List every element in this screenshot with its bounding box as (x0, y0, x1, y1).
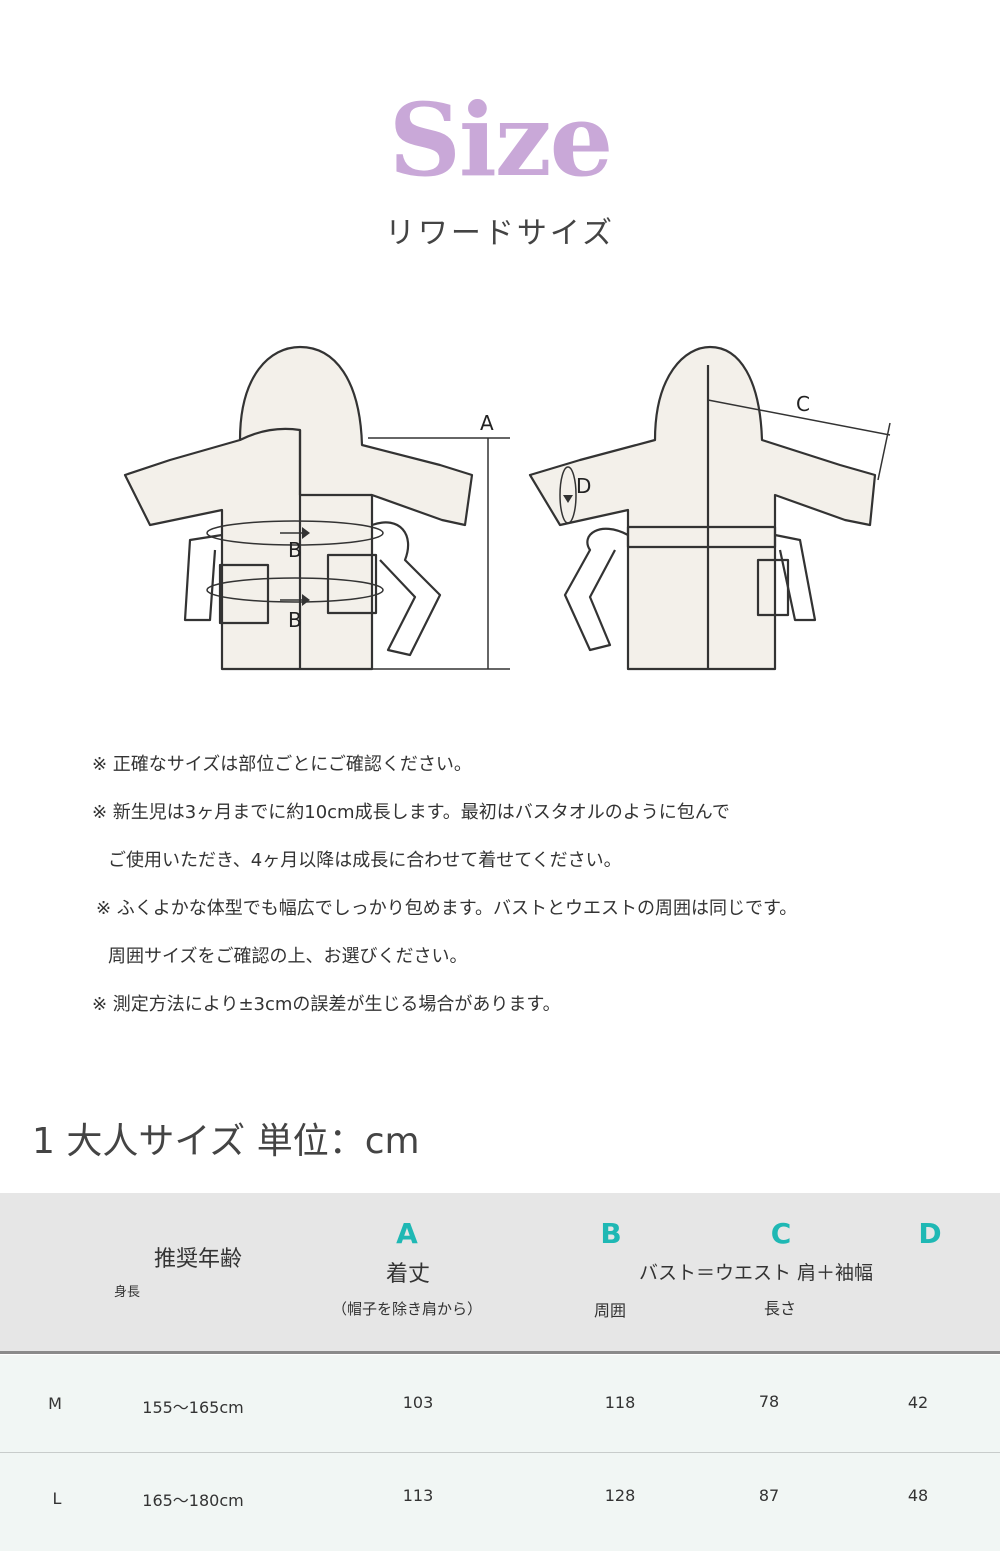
header-d-letter: D (918, 1217, 942, 1250)
cell-c: 78 (758, 1392, 780, 1411)
cell-b: 118 (604, 1393, 636, 1412)
diagram-label-a: A (480, 411, 494, 435)
robe-front-illustration (123, 345, 474, 671)
cell-b: 128 (604, 1486, 636, 1505)
header-c-sub: 長さ (763, 1299, 797, 1318)
note-2-cont: ご使用いただき、4ヶ月以降は成長に合わせて着せてください。 (108, 850, 622, 871)
robe-back-illustration (528, 345, 877, 671)
diagram-label-d: D (576, 474, 591, 498)
header-height: 身長 (113, 1285, 141, 1300)
note-3-cont: 周囲サイズをご確認の上、お選びください。 (108, 946, 468, 967)
note-3: ※ ふくよかな体型でも幅広でしっかり包めます。バストとウエストの周囲は同じです。 (96, 898, 798, 919)
cell-a: 103 (402, 1393, 434, 1412)
cell-height: 165〜180cm (142, 1491, 244, 1510)
note-1: ※ 正確なサイズは部位ごとにご確認ください。 (92, 754, 472, 775)
robe-measurement-diagram: A B B C D (123, 345, 891, 671)
cell-size: M (48, 1394, 62, 1413)
header-c-letter: C (770, 1217, 792, 1250)
cell-size: L (52, 1489, 62, 1508)
note-4: ※ 測定方法により±3cmの誤差が生じる場合があります。 (92, 994, 561, 1015)
page-title: Size (388, 81, 614, 199)
header-a-label: 着丈 (385, 1262, 431, 1287)
header-b-letter: B (600, 1217, 622, 1250)
table-row: M 155〜165cm 103 118 78 42 (0, 1355, 1000, 1453)
size-table-header: 推奨年齢 身長 A 着丈 （帽子を除き肩から） B C D バスト＝ウエスト 肩… (0, 1193, 1000, 1354)
header-age: 推奨年齢 (153, 1247, 243, 1272)
cell-height: 155〜165cm (142, 1398, 244, 1417)
cell-d: 48 (907, 1486, 929, 1505)
page-subtitle: リワードサイズ (384, 216, 616, 251)
header-b-sub: 周囲 (593, 1301, 627, 1320)
header-bcd-label: バスト＝ウエスト 肩＋袖幅 (638, 1262, 874, 1284)
diagram-label-c: C (796, 392, 810, 416)
diagram-label-b-top: B (288, 538, 302, 562)
cell-a: 113 (402, 1486, 434, 1505)
table-row: L 165〜180cm 113 128 87 48 (0, 1453, 1000, 1551)
note-2: ※ 新生児は3ヶ月までに約10cm成長します。最初はバスタオルのように包んで (92, 802, 730, 823)
diagram-arrows (302, 495, 573, 606)
section-title: 1 大人サイズ 単位：cm (32, 1121, 420, 1162)
header-a-sub: （帽子を除き肩から） (331, 1300, 483, 1318)
cell-c: 87 (758, 1486, 780, 1505)
diagram-label-b-bottom: B (288, 608, 302, 632)
header-a-letter: A (396, 1217, 418, 1250)
cell-d: 42 (907, 1393, 929, 1412)
